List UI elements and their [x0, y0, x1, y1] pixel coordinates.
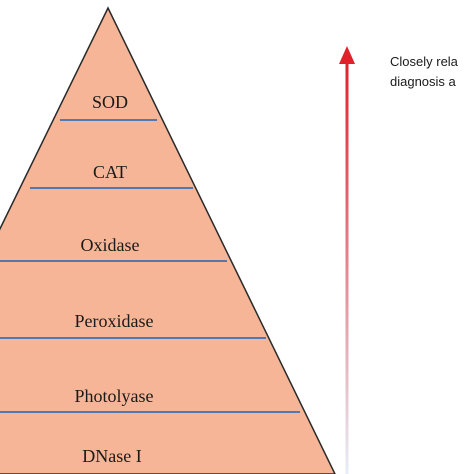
arrow-head-icon [339, 46, 355, 64]
pyramid-shape [0, 6, 336, 474]
level-label-cat: CAT [93, 162, 127, 182]
level-label-dnase: DNase I [82, 446, 141, 466]
level-label-peroxidase: Peroxidase [75, 311, 154, 331]
arrow-caption-line-2: diagnosis a [390, 74, 457, 89]
level-label-sod: SOD [92, 92, 128, 112]
level-label-photolyase: Photolyase [75, 386, 154, 406]
arrow-caption-line-1: Closely rela [390, 54, 459, 69]
arrow-shaft [345, 62, 349, 474]
level-label-oxidase: Oxidase [81, 235, 140, 255]
